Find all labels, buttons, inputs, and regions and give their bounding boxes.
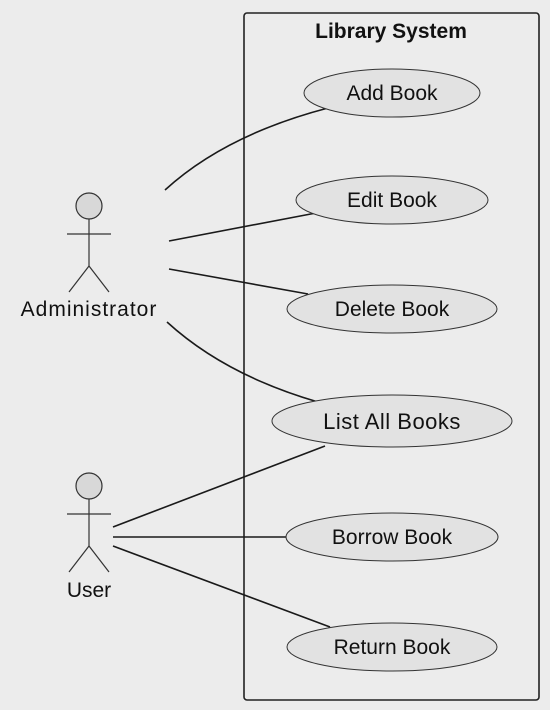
usecase-label: Borrow Book [332, 526, 453, 549]
association-user-list-all-books[interactable] [112, 445, 326, 528]
usecase-ellipse [295, 175, 489, 225]
usecase-add-book[interactable]: Add Book [303, 68, 481, 118]
stick-figure-icon [67, 472, 111, 573]
usecase-return-book[interactable]: Return Book [286, 622, 498, 672]
association-administrator-list-all-books[interactable] [166, 321, 319, 403]
stick-figure-icon [67, 192, 111, 293]
association-administrator-add-book[interactable] [164, 107, 329, 191]
association-administrator-edit-book[interactable] [168, 212, 317, 242]
actor-label: User [67, 579, 111, 602]
usecase-label: Add Book [346, 82, 438, 105]
association-administrator-delete-book[interactable] [168, 268, 309, 295]
usecase-ellipse [303, 68, 481, 118]
usecase-label: Return Book [334, 636, 451, 659]
usecase-ellipse [286, 622, 498, 672]
associations [112, 107, 331, 628]
association-user-return-book[interactable] [112, 545, 331, 628]
usecase-ellipse [286, 284, 498, 334]
usecase-ellipse [285, 512, 499, 562]
usecase-list-all-books[interactable]: List All Books [271, 394, 513, 448]
actor-administrator[interactable]: Administrator [21, 192, 158, 321]
usecase-label: List All Books [323, 409, 461, 434]
usecase-edit-book[interactable]: Edit Book [295, 175, 489, 225]
actor-user[interactable]: User [67, 472, 111, 602]
actor-label: Administrator [21, 298, 158, 321]
usecase-label: Delete Book [335, 298, 450, 321]
usecase-borrow-book[interactable]: Borrow Book [285, 512, 499, 562]
usecase-label: Edit Book [347, 189, 437, 212]
system-title: Library System [315, 20, 467, 43]
usecase-delete-book[interactable]: Delete Book [286, 284, 498, 334]
usecase-ellipse [271, 394, 513, 448]
